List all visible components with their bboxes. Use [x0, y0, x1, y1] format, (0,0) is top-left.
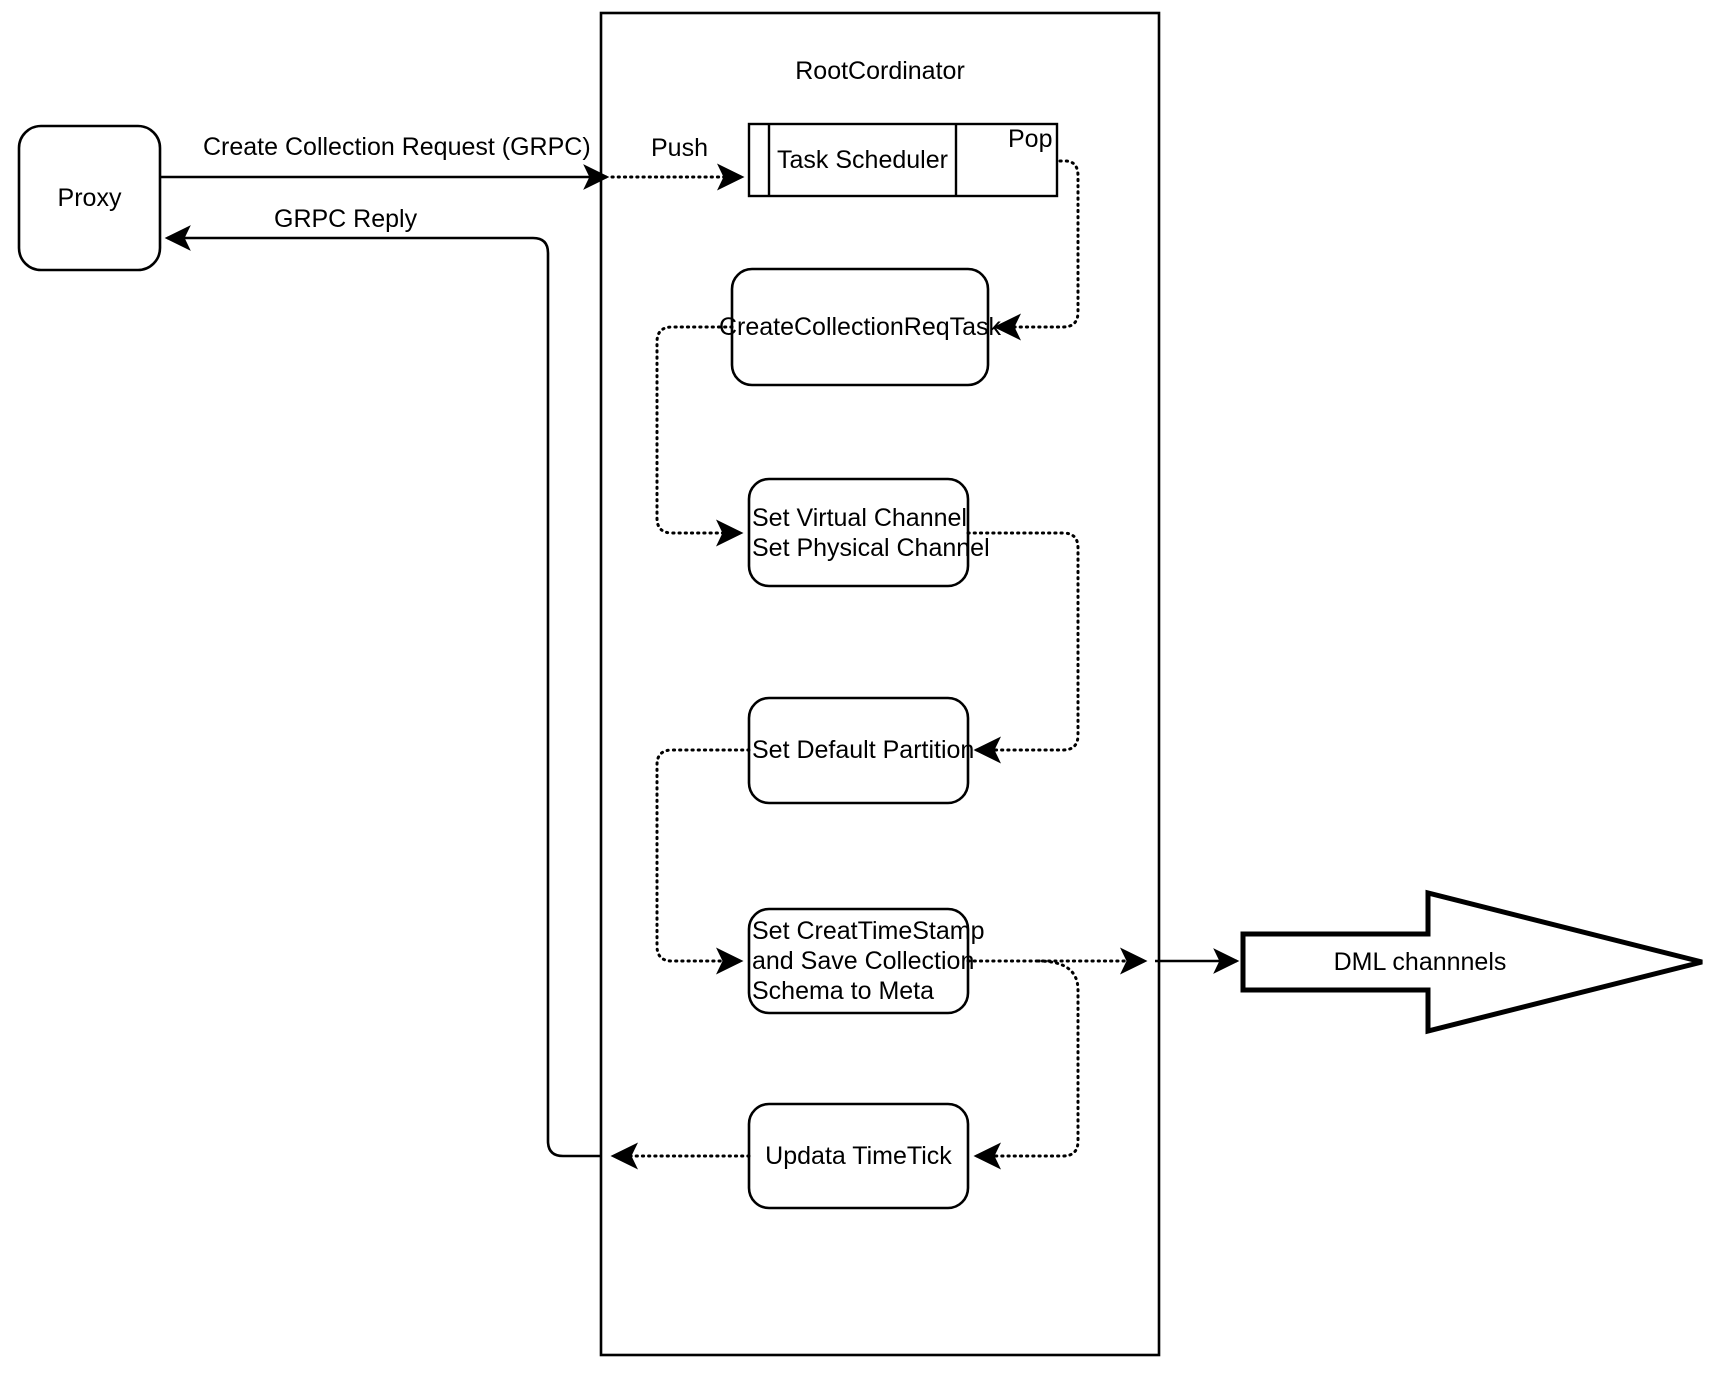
- proxy-node[interactable]: [17, 124, 162, 272]
- set-channels-node-hit[interactable]: [749, 479, 968, 586]
- edge-pop-dotted: [993, 159, 1080, 341]
- proxy-node-hit[interactable]: [19, 126, 160, 270]
- set-create-timestamp-node-hit[interactable]: [749, 909, 968, 1013]
- task-scheduler-node-hit[interactable]: [749, 124, 1057, 196]
- updata-timetick-node-hit[interactable]: [749, 1104, 968, 1208]
- edge-label-push: Push: [651, 134, 708, 162]
- edge-task-to-channels-dotted: [655, 325, 744, 547]
- edge-partition-to-timestamp-dotted: [655, 748, 751, 975]
- dml-channnels-node-hit[interactable]: [1243, 893, 1702, 1031]
- set-default-partition-node-hit[interactable]: [749, 698, 968, 803]
- create-collection-req-task-node-hit[interactable]: [732, 269, 988, 385]
- edge-label-grpc-reply: GRPC Reply: [274, 205, 418, 233]
- edge-channels-to-partition-dotted: [966, 531, 1080, 764]
- dml-channnels-node[interactable]: [1240, 889, 1703, 1035]
- edge-grpc-reply-solid: [164, 225, 601, 1158]
- edge-timestamp-to-timetick-dotted: [973, 959, 1080, 1170]
- edge-label-pop: Pop: [1008, 125, 1053, 153]
- task-scheduler-node[interactable]: [747, 122, 1059, 198]
- edge-label-create-collection-request: Create Collection Request (GRPC): [203, 133, 591, 161]
